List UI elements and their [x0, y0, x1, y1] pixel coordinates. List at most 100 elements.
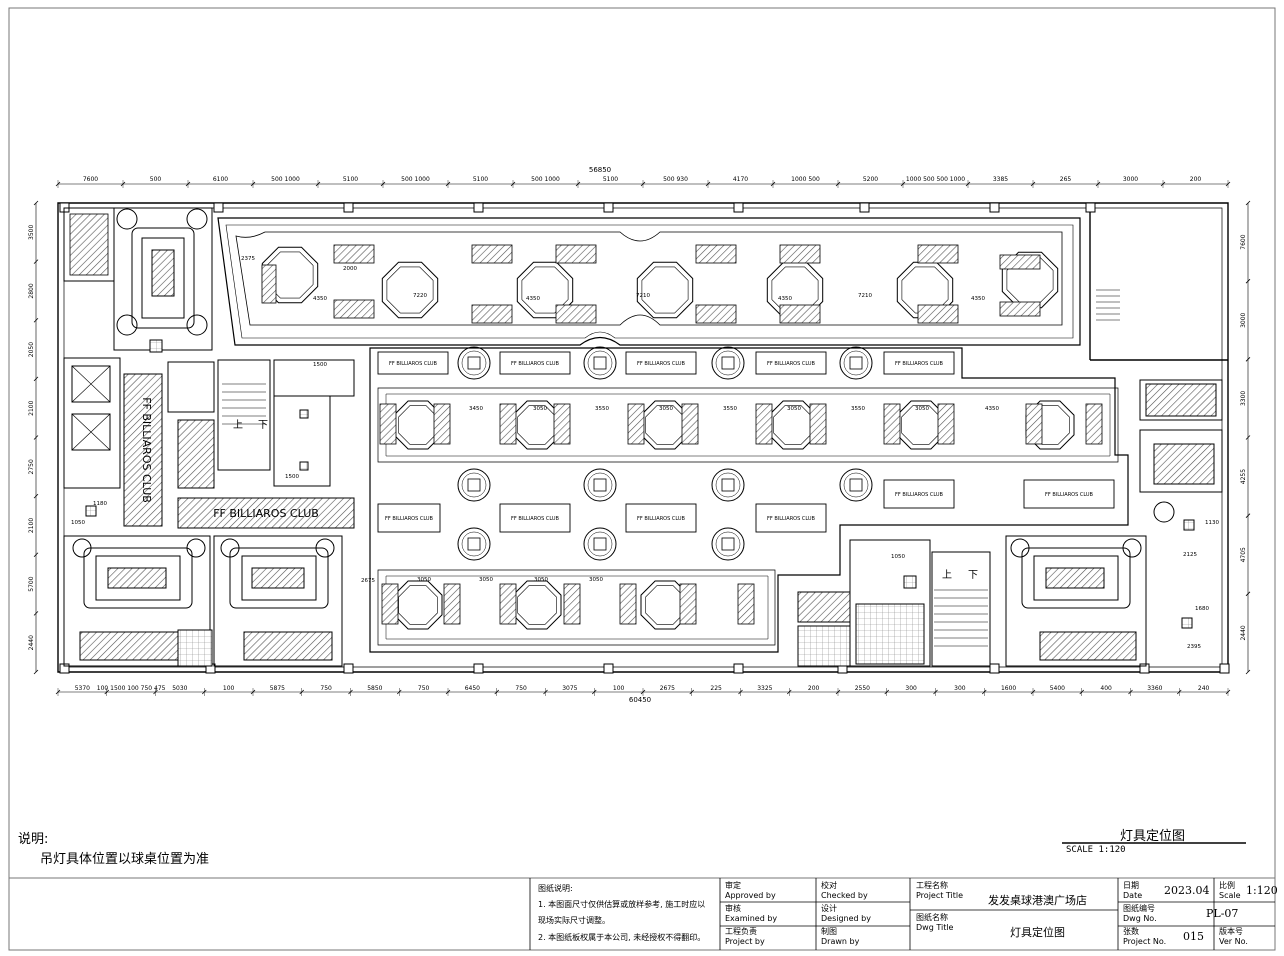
interior-dim-11: 3050 [659, 406, 673, 412]
table-lights-row-3 [381, 580, 755, 630]
table-light-north-14 [999, 301, 1041, 317]
column-bottom-9 [1219, 663, 1230, 674]
dim-right-4: 4705 [1240, 547, 1247, 562]
dim-bottom-10: 3075 [562, 685, 577, 692]
dim-bottom-21: 400 [1100, 685, 1112, 692]
rooms-southwest [63, 535, 343, 667]
column-bottom-7 [989, 663, 1000, 674]
table-light-north-2 [333, 299, 375, 319]
table-lights-row-1 [261, 244, 1059, 324]
pendant-ring-inner-10 [715, 531, 741, 557]
table-light-center-1 [433, 403, 451, 445]
pendant-ring-0 [457, 346, 491, 380]
interior-dim-31: 1050 [71, 520, 85, 526]
tb-examined-cn: 审核 [725, 904, 741, 913]
column-top-3 [473, 202, 484, 213]
octagon-frame-north-1-inner [386, 266, 434, 314]
tb-dwg-no-value: PL-07 [1206, 907, 1239, 920]
column-top-2 [343, 202, 354, 213]
table-light-south-2 [499, 583, 517, 625]
dim-bottom-1: 100 1500 100 750 475 [97, 685, 166, 692]
dim-left-5: 2100 [28, 518, 35, 533]
pendant-ring-inner-8 [461, 531, 487, 557]
interior-dim-22: 2375 [241, 256, 255, 262]
dim-top-5: 500 1000 [401, 176, 430, 183]
tb-project-by-cn: 工程负责 [725, 927, 757, 936]
club-sign-10: FF BILLIAROS CLUB [1045, 492, 1094, 498]
tb-ver-cn: 版本号 [1219, 927, 1243, 936]
interior-dim-19: 3050 [534, 577, 548, 583]
dim-bottom-17: 300 [905, 685, 917, 692]
interior-dim-10: 3550 [595, 406, 609, 412]
pendant-ring-2 [711, 346, 745, 380]
octagon-frame-north-2-inner [521, 266, 569, 314]
dim-bottom-16: 2550 [855, 685, 870, 692]
octagon-frame-center-2-inner [645, 405, 685, 445]
pendant-ring-6 [711, 468, 745, 502]
notes-title: 说明: [18, 832, 49, 847]
tb-dwg-title-cn: 图纸名称 [916, 913, 948, 922]
club-sign-9: FF BILLIAROS CLUB [895, 492, 944, 498]
table-light-south-5 [679, 583, 697, 625]
dim-top-0: 7600 [83, 176, 98, 183]
club-sign-3: FF BILLIAROS CLUB [767, 361, 816, 367]
octagon-frame-center-4-inner [901, 405, 941, 445]
interior-dim-5: 4350 [778, 296, 792, 302]
table-light-center-5 [681, 403, 699, 445]
tb-scale-cn: 比例 [1219, 881, 1235, 890]
club-sign-frame-10 [1023, 479, 1115, 509]
table-light-north-0 [261, 264, 277, 304]
dim-bottom-18: 300 [954, 685, 966, 692]
octagon-frame-south-1 [512, 580, 562, 630]
dim-top-16: 3000 [1123, 176, 1138, 183]
dim-top-8: 5100 [603, 176, 618, 183]
column-bottom-4 [603, 663, 614, 674]
main-hall-north [217, 217, 1081, 346]
tb-note-1a: 1. 本图面尺寸仅供估算或放样参考, 施工时应以 [538, 900, 706, 909]
table-light-center-11 [1085, 403, 1103, 445]
tb-project-by-en: Project by [725, 937, 765, 946]
tb-notes-heading: 图纸说明: [538, 884, 573, 893]
pendant-ring-inner-7 [843, 472, 869, 498]
dim-bottom-11: 100 [613, 685, 625, 692]
tb-designed-en: Designed by [821, 914, 871, 923]
octagon-frame-north-3-inner [641, 266, 689, 314]
stair-down-label-left: 下 [258, 420, 268, 431]
pendant-ring-inner-9 [587, 531, 613, 557]
interior-dim-3: 4350 [526, 296, 540, 302]
tb-checked-cn: 校对 [821, 881, 837, 890]
dim-top-6: 5100 [473, 176, 488, 183]
tb-examined-en: Examined by [725, 914, 778, 923]
interior-dim-24: 1500 [285, 474, 299, 480]
column-bottom-2 [343, 663, 354, 674]
pendant-fixture-8 [467, 537, 481, 551]
pendant-ring-10 [711, 527, 745, 561]
table-light-north-10 [779, 304, 821, 324]
dim-left-0: 3500 [28, 225, 35, 240]
club-sign-frame-5 [377, 503, 441, 533]
service-core [797, 539, 991, 667]
interior-dim-1: 4350 [313, 296, 327, 302]
pendant-fixture-5 [593, 478, 607, 492]
tb-dwg-title-value: 灯具定位图 [1010, 926, 1065, 939]
octagon-frame-center-0-inner [398, 405, 438, 445]
dim-left-7: 2440 [28, 635, 35, 650]
interior-dim-28: 2395 [1187, 644, 1201, 650]
pendant-ring-inner-0 [461, 350, 487, 376]
dim-bottom-23: 240 [1198, 685, 1210, 692]
dim-left-6: 5700 [28, 576, 35, 591]
pendant-fixture-1 [593, 356, 607, 370]
table-light-north-8 [695, 304, 737, 324]
dim-bottom-3: 100 [223, 685, 235, 692]
interior-dim-20: 3050 [589, 577, 603, 583]
tb-date-cn: 日期 [1123, 881, 1139, 890]
interior-dim-15: 3050 [915, 406, 929, 412]
table-light-south-6 [737, 583, 755, 625]
dim-bottom-22: 3360 [1147, 685, 1162, 692]
dim-bottom-7: 750 [418, 685, 430, 692]
pendant-ring-inner-2 [715, 350, 741, 376]
tb-dwg-no-en: Dwg No. [1123, 914, 1157, 923]
